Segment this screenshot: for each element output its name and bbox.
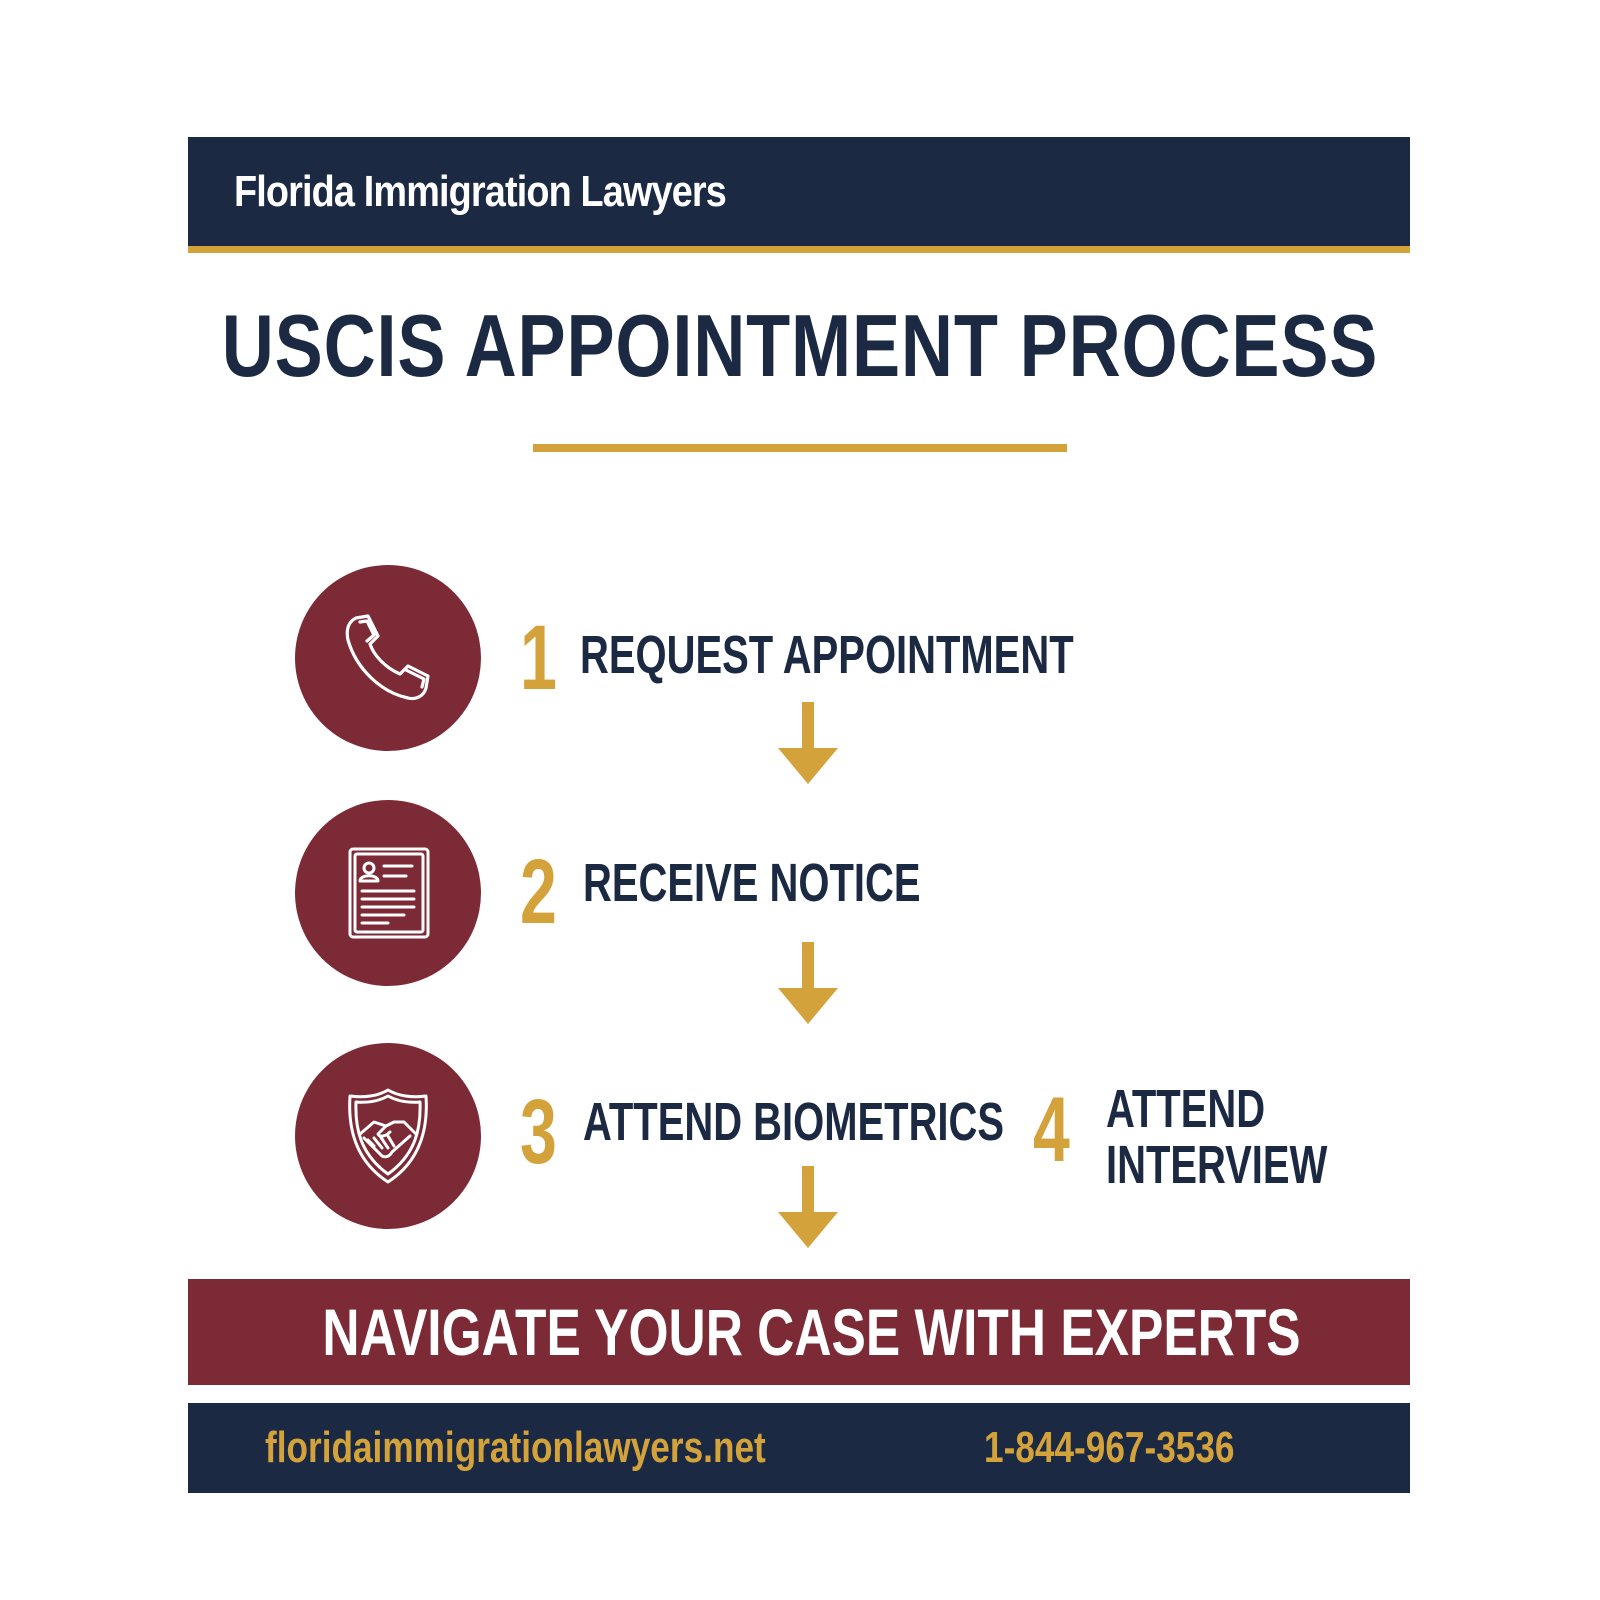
arrow-down-icon <box>778 1166 838 1248</box>
handshake-shield-icon <box>348 1088 428 1184</box>
step-2-label: RECEIVE NOTICE <box>583 853 921 913</box>
website-link[interactable]: floridaimmigrationlawyers.net <box>265 1423 766 1472</box>
document-icon <box>348 847 430 939</box>
arrow-down-icon <box>778 942 838 1024</box>
step-4-label-line2: INTERVIEW <box>1106 1135 1328 1195</box>
step-3-label: ATTEND BIOMETRICS <box>583 1092 1005 1152</box>
cta-text: NAVIGATE YOUR CASE WITH EXPERTS <box>322 1295 1301 1369</box>
brand-name: Florida Immigration Lawyers <box>234 167 727 216</box>
arrow-down-icon <box>778 702 838 784</box>
phone-number[interactable]: 1-844-967-3536 <box>984 1423 1235 1472</box>
step-3-number: 3 <box>520 1081 557 1183</box>
step-1-label: REQUEST APPOINTMENT <box>580 625 1074 685</box>
step-2-number: 2 <box>520 841 557 943</box>
page-title: USCIS APPOINTMENT PROCESS <box>221 296 1379 395</box>
header-bar: Florida Immigration Lawyers <box>188 137 1410 253</box>
step-3-icon-circle <box>295 1043 481 1229</box>
phone-icon <box>345 614 430 701</box>
step-4-label-line1: ATTEND <box>1106 1079 1266 1139</box>
footer-bar: floridaimmigrationlawyers.net 1-844-967-… <box>188 1403 1410 1493</box>
step-4-number: 4 <box>1033 1079 1070 1181</box>
step-1-icon-circle <box>295 565 481 751</box>
cta-banner: NAVIGATE YOUR CASE WITH EXPERTS <box>188 1279 1410 1385</box>
step-2-icon-circle <box>295 800 481 986</box>
title-divider <box>533 444 1067 452</box>
step-1-number: 1 <box>520 607 557 709</box>
